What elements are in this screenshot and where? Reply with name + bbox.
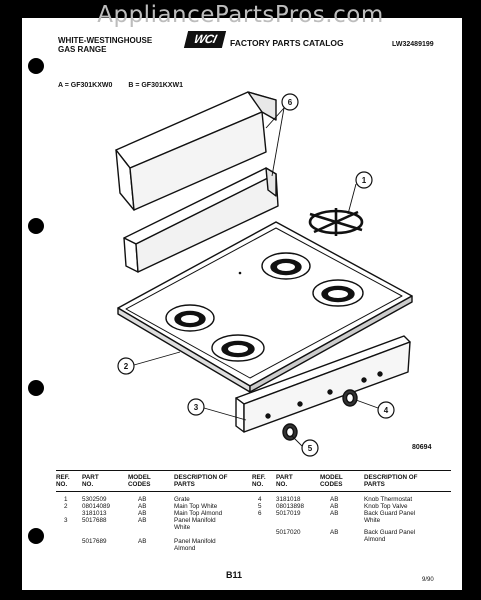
model-b: B = GF301KXW1 [128, 82, 183, 89]
main-top [117, 221, 413, 393]
row-part: 08013898 [276, 503, 305, 510]
row-model: AB [330, 496, 339, 503]
model-list: A = GF301KXW0 B = GF301KXW1 [58, 82, 183, 89]
back-guard-rear-panel [123, 167, 279, 273]
callout-3: 3 [194, 403, 199, 412]
col-ref-header: REF. NO. [252, 474, 266, 489]
row-model: AB [330, 510, 339, 517]
row-part: 5017689 [82, 538, 107, 545]
row-desc: Knob Thermostat [364, 496, 413, 503]
row-model: AB [138, 538, 147, 545]
leader-lines [133, 107, 379, 447]
doc-number: LW32489199 [392, 41, 434, 48]
binder-hole [28, 528, 44, 544]
row-desc: Back Guard Panel White [364, 510, 416, 525]
parts-rows-left: 1 5302509 AB Grate 2 08014089 AB Main To… [56, 496, 246, 566]
row-desc: Knob Top Valve [364, 503, 408, 510]
row-desc: Panel Manifold Almond [174, 538, 216, 553]
catalog-title: FACTORY PARTS CATALOG [230, 38, 344, 48]
row-part: 08014089 [82, 503, 111, 510]
row-desc: Panel Manifold White [174, 517, 216, 532]
burner-rear-right [312, 279, 364, 307]
panel-manifold [235, 335, 411, 433]
row-model: AB [138, 503, 147, 510]
center-mark [238, 271, 242, 275]
row-model: AB [330, 529, 339, 536]
watermark: AppliancePartsPros.com [97, 2, 384, 28]
callout-4: 4 [384, 406, 389, 415]
table-top-rule [56, 470, 451, 471]
row-desc: Grate [174, 496, 190, 503]
row-desc: Back Guard Panel Almond [364, 529, 416, 544]
row-model: AB [138, 496, 147, 503]
col-model-header: MODEL CODES [128, 474, 151, 489]
col-ref-header: REF. NO. [56, 474, 70, 489]
row-part: 5302509 [82, 496, 107, 503]
row-model: AB [138, 510, 147, 517]
row-ref: 2 [64, 503, 68, 510]
col-part-header: PART NO. [276, 474, 293, 489]
row-model: AB [330, 503, 339, 510]
model-a: A = GF301KXW0 [58, 82, 113, 89]
col-part-header: PART NO. [82, 474, 99, 489]
callout-2: 2 [124, 362, 129, 371]
row-part: 3181018 [276, 496, 301, 503]
callout-5: 5 [308, 444, 313, 453]
brand-line2: GAS RANGE [58, 45, 107, 54]
row-ref: 4 [258, 496, 262, 503]
row-part: 5017020 [276, 529, 301, 536]
row-desc: Main Top White [174, 503, 218, 510]
row-ref: 3 [64, 517, 68, 524]
table-header-rule [56, 491, 451, 492]
burner-front-right [211, 334, 265, 362]
row-ref: 1 [64, 496, 68, 503]
col-desc-header: DESCRIPTION OF PARTS [174, 474, 228, 489]
callout-1: 1 [362, 176, 367, 185]
back-guard-panel [115, 91, 277, 211]
col-desc-header: DESCRIPTION OF PARTS [364, 474, 418, 489]
col-model-header: MODEL CODES [320, 474, 343, 489]
row-part: 3181013 [82, 510, 107, 517]
binder-hole [28, 218, 44, 234]
row-model: AB [138, 517, 147, 524]
callout-circles [117, 93, 395, 457]
page-number: B11 [226, 570, 243, 580]
diagram-number: 80694 [412, 444, 432, 451]
row-part: 5017019 [276, 510, 301, 517]
row-desc: Main Top Almond [174, 510, 223, 517]
parts-rows-right: 4 3181018 AB Knob Thermostat 5 08013898 … [252, 496, 452, 566]
knob-thermostat [342, 389, 358, 407]
knob-top-valve [282, 423, 298, 441]
row-part: 5017688 [82, 517, 107, 524]
binder-hole [28, 380, 44, 396]
brand-line1: WHITE-WESTINGHOUSE [58, 36, 153, 45]
binder-hole [28, 58, 44, 74]
burner-rear-left [261, 252, 311, 280]
grate [308, 208, 364, 236]
callout-6: 6 [288, 98, 293, 107]
row-ref: 6 [258, 510, 262, 517]
row-ref: 5 [258, 503, 262, 510]
date-code: 9/90 [422, 577, 434, 583]
burner-front-left [165, 304, 215, 332]
